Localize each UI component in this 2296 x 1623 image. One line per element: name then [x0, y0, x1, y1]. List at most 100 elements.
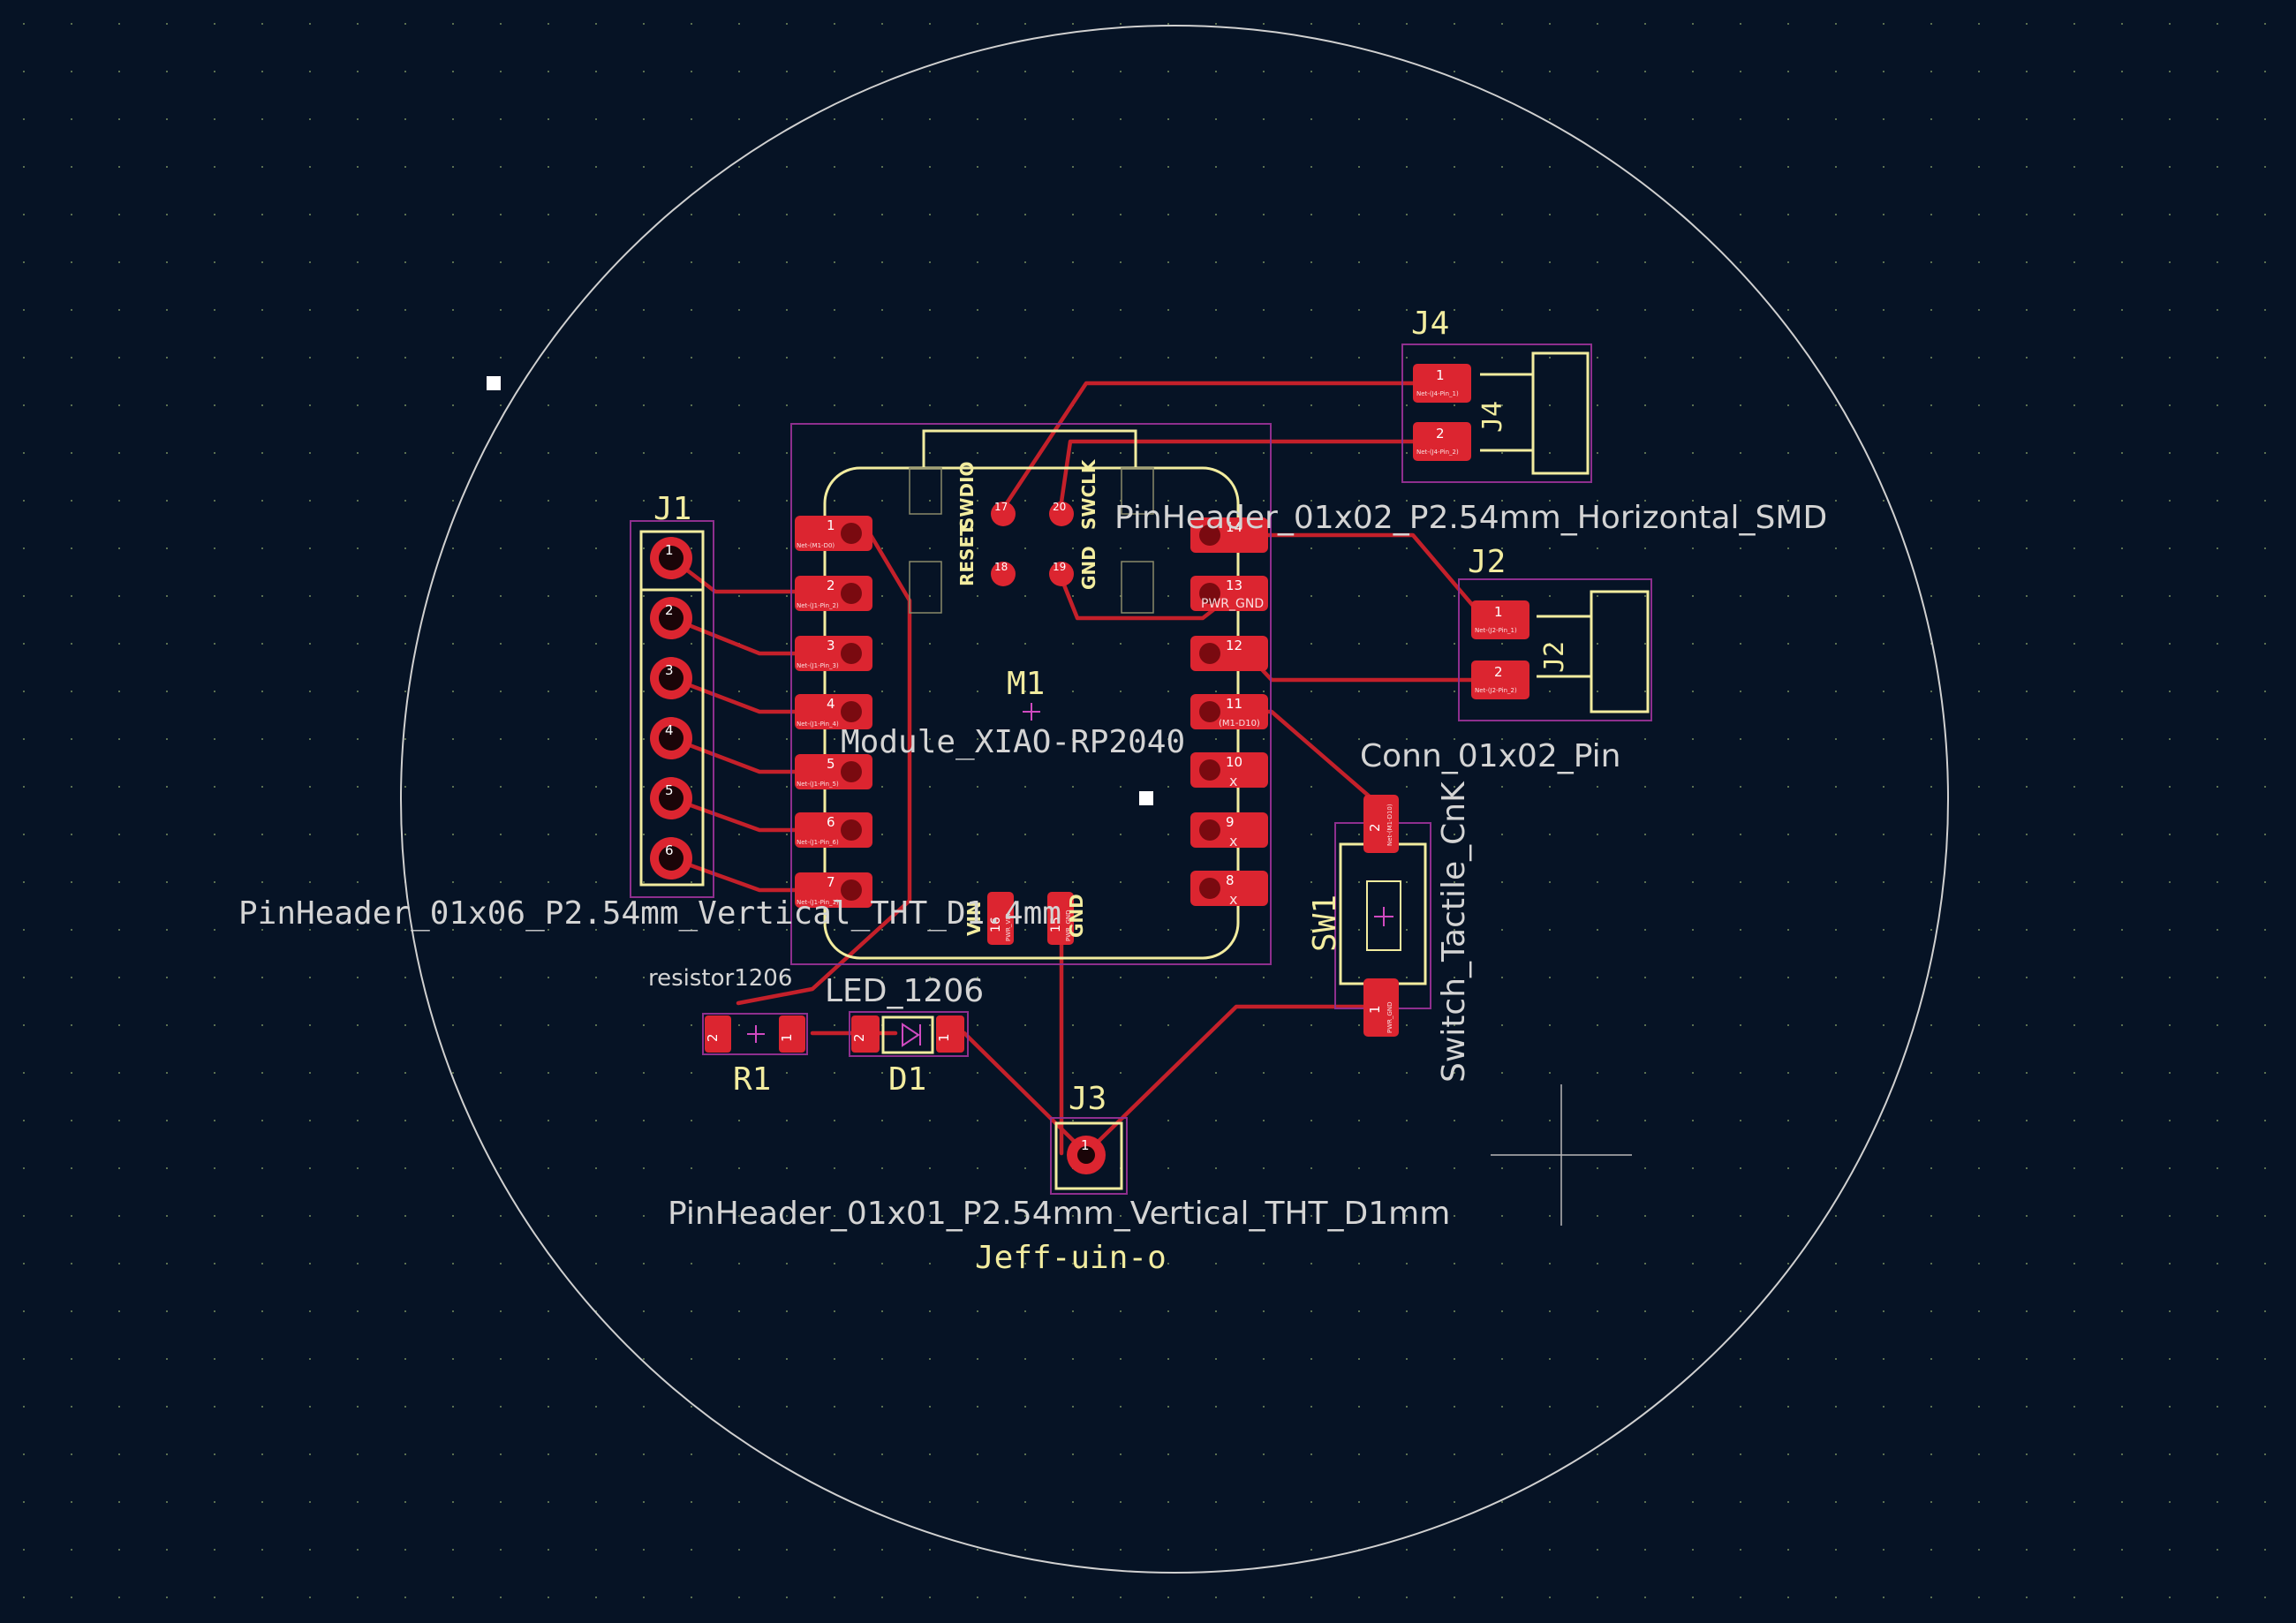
- m1-pad[interactable]: 19: [1049, 561, 1074, 586]
- svg-text:x: x: [1229, 773, 1237, 789]
- m1-pad[interactable]: 20: [1049, 501, 1074, 526]
- svg-text:x: x: [1229, 833, 1237, 849]
- m1-label-gnd-top: GND: [1078, 546, 1099, 590]
- svg-text:3: 3: [827, 638, 835, 653]
- svg-text:Net-(J1-Pin_4): Net-(J1-Pin_4): [797, 721, 839, 728]
- svg-text:PWR_GND: PWR_GND: [1386, 1001, 1393, 1033]
- svg-text:Net-(J1-Pin_2): Net-(J1-Pin_2): [797, 602, 839, 609]
- m1-pad[interactable]: 18: [991, 561, 1016, 586]
- j3-value: PinHeader_01x01_P2.54mm_Vertical_THT_D1m…: [668, 1196, 1450, 1232]
- m1-pad[interactable]: 10x: [1190, 752, 1268, 789]
- j4-reference-silk: J4: [1477, 401, 1508, 433]
- sw1-origin-crosshair-icon: [1374, 907, 1393, 926]
- m1-label-gnd-bottom: GND: [1066, 894, 1087, 938]
- footprint-j4[interactable]: J4 J4 PinHeader_01x02_P2.54mm_Horizontal…: [1114, 306, 1827, 536]
- j1-value: PinHeader_01x06_P2.54mm_Vertical_THT_D1.…: [238, 895, 1061, 932]
- m1-label-swclk: SWCLK: [1078, 458, 1099, 530]
- m1-pad[interactable]: 8x: [1190, 871, 1268, 908]
- footprint-j1[interactable]: J1 PinHeader_01x06_P2.54mm_Vertical_THT_…: [238, 491, 1061, 932]
- j1-reference: J1: [653, 491, 691, 527]
- m1-pad[interactable]: 17: [991, 501, 1016, 526]
- svg-text:6: 6: [827, 814, 835, 830]
- m1-pad[interactable]: 14: [1190, 517, 1268, 553]
- m1-label-swdio: SWDIO: [956, 461, 978, 530]
- j1-pad[interactable]: 1: [650, 537, 692, 579]
- m1-label-reset: RESET: [956, 524, 978, 586]
- cursor-crosshair-icon: [1491, 1084, 1632, 1226]
- svg-text:16: 16: [989, 917, 1003, 932]
- j1-pad[interactable]: 3: [650, 657, 692, 699]
- r1-pad[interactable]: 2: [705, 1015, 731, 1053]
- m1-pad[interactable]: 11(M1-D10): [1190, 694, 1268, 729]
- svg-text:1: 1: [1081, 1137, 1090, 1153]
- j4-reference: J4: [1411, 306, 1449, 342]
- j4-value: PinHeader_01x02_P2.54mm_Horizontal_SMD: [1114, 500, 1827, 536]
- d1-pad[interactable]: 2: [851, 1015, 880, 1053]
- j1-pad[interactable]: 4: [650, 717, 692, 759]
- svg-text:1: 1: [1436, 367, 1445, 383]
- svg-text:18: 18: [994, 561, 1008, 573]
- svg-text:17: 17: [994, 501, 1008, 513]
- j1-pad[interactable]: 2: [650, 597, 692, 639]
- center-anchor-icon[interactable]: [1139, 791, 1153, 805]
- svg-text:1: 1: [1494, 604, 1503, 620]
- footprint-r1[interactable]: resistor1206 R1 2 1: [648, 965, 808, 1098]
- j1-pad[interactable]: 5: [650, 777, 692, 819]
- m1-reference: M1: [1007, 666, 1045, 702]
- svg-text:2: 2: [1367, 823, 1383, 832]
- svg-text:x: x: [1229, 891, 1237, 908]
- svg-text:2: 2: [665, 602, 674, 618]
- svg-text:Net-(J1-Pin_5): Net-(J1-Pin_5): [797, 781, 839, 788]
- r1-pad[interactable]: 1: [779, 1015, 805, 1053]
- j2-value: Conn_01x02_Pin: [1360, 738, 1620, 774]
- m1-origin-crosshair-icon: [1023, 703, 1040, 721]
- svg-text:20: 20: [1053, 501, 1066, 513]
- svg-text:1: 1: [665, 542, 674, 558]
- svg-text:11: 11: [1226, 696, 1242, 712]
- svg-text:7: 7: [827, 874, 835, 890]
- svg-text:5: 5: [665, 782, 674, 798]
- svg-text:4: 4: [827, 696, 835, 712]
- svg-text:2: 2: [705, 1033, 721, 1042]
- svg-text:15: 15: [1049, 917, 1063, 932]
- svg-text:2: 2: [1436, 426, 1445, 442]
- svg-text:13: 13: [1226, 577, 1242, 593]
- svg-text:12: 12: [1226, 638, 1242, 653]
- svg-text:Net-(J4-Pin_1): Net-(J4-Pin_1): [1416, 390, 1459, 397]
- edge-anchor-icon[interactable]: [487, 376, 501, 390]
- footprint-d1[interactable]: LED_1206 D1 2 1: [825, 973, 984, 1098]
- d1-pad[interactable]: 1: [936, 1015, 964, 1053]
- r1-reference: R1: [733, 1061, 771, 1098]
- svg-text:4: 4: [665, 722, 674, 738]
- m1-pad[interactable]: 12: [1190, 636, 1268, 671]
- svg-text:5: 5: [827, 756, 835, 772]
- j3-pad[interactable]: 1: [1067, 1136, 1106, 1174]
- j1-pad[interactable]: 6: [650, 837, 692, 879]
- m1-label-vin: VIN: [963, 901, 985, 936]
- svg-text:2: 2: [851, 1033, 867, 1042]
- m1-pad[interactable]: 9x: [1190, 812, 1268, 849]
- svg-text:PWR_GND: PWR_GND: [1065, 910, 1072, 941]
- footprint-j3[interactable]: J3 PinHeader_01x01_P2.54mm_Vertical_THT_…: [668, 1081, 1450, 1232]
- board-edge-outline[interactable]: [400, 25, 1949, 1574]
